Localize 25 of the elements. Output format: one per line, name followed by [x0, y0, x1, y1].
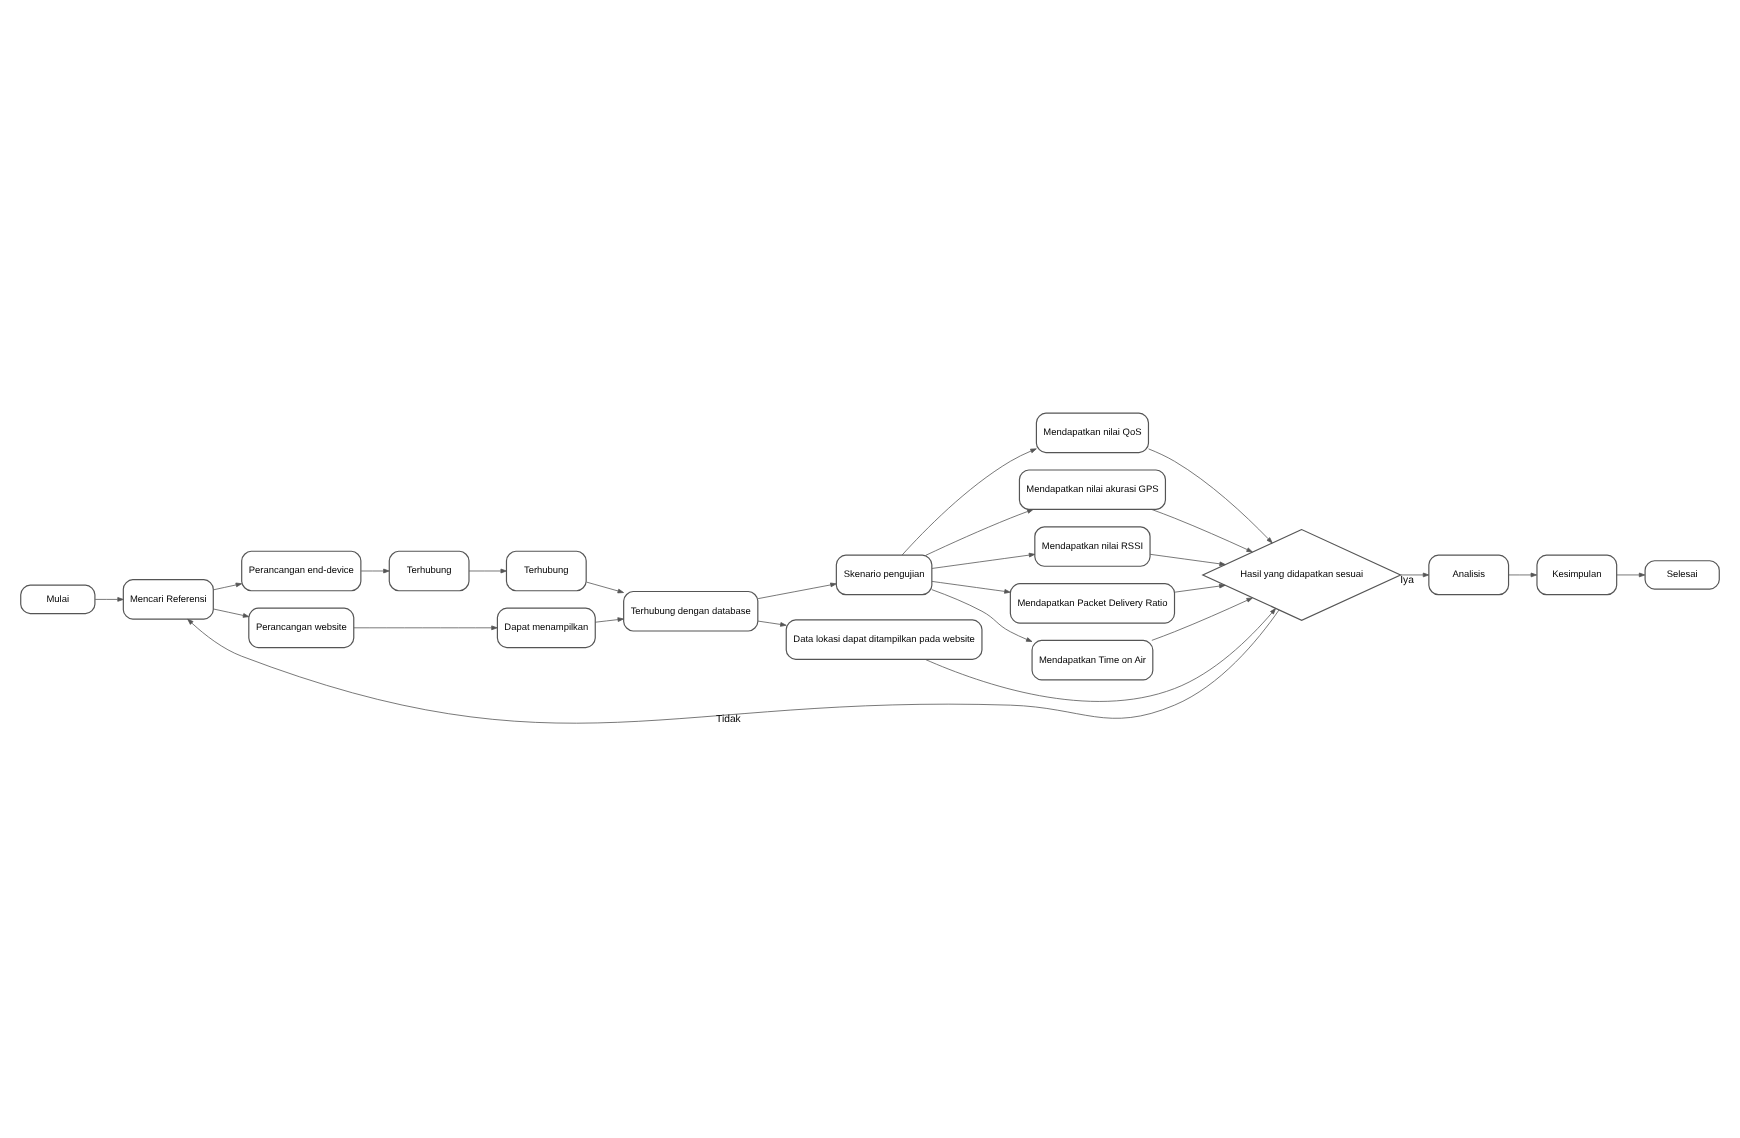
arrow [187, 609, 1280, 724]
arrow [1151, 597, 1253, 641]
arrow [213, 582, 242, 591]
arrow [1148, 448, 1273, 544]
arrow [94, 597, 124, 602]
arrow [1400, 572, 1430, 578]
arrow [1174, 583, 1226, 593]
arrow [1616, 572, 1646, 578]
arrow [925, 509, 1034, 556]
arrow [757, 582, 837, 600]
arrow [468, 568, 507, 574]
arrow [353, 625, 498, 631]
arrow [901, 448, 1037, 556]
arrow [1149, 553, 1226, 567]
arrow [931, 589, 1033, 642]
arrow [1508, 572, 1537, 578]
arrow [1151, 509, 1253, 553]
arrow [931, 581, 1011, 594]
arrow [757, 620, 787, 627]
arrow [924, 608, 1276, 702]
arrow [360, 568, 390, 574]
arrow [213, 608, 250, 618]
arrow [931, 552, 1036, 569]
arrow [586, 581, 624, 594]
arrow [594, 617, 624, 623]
